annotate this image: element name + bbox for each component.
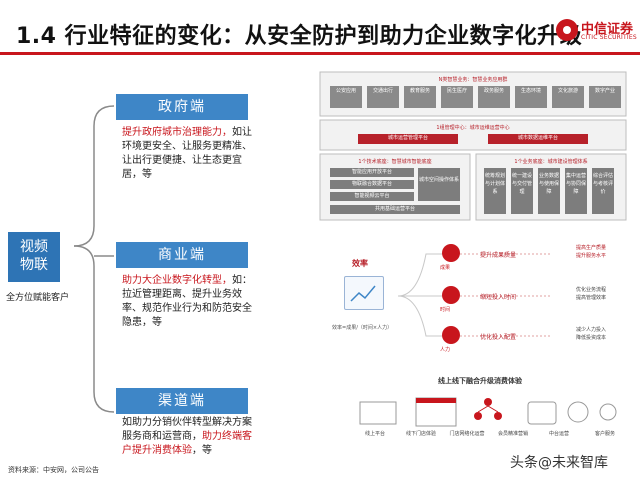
efficiency-formula: 效率=成果/（时间×人力） xyxy=(332,325,393,331)
efficiency-row-2-note-line1: 优化业务流程 xyxy=(576,287,607,293)
online-offline-diagram: 线上线下融合升级消费体验 线上平台 线下门店体验 门店网络化运营 会员精准营销 中台运营… xyxy=(332,376,628,452)
online-illustration xyxy=(359,397,617,427)
efficiency-icon-label-3: 人力 xyxy=(440,347,451,353)
diagram-app-6: 生态环境 xyxy=(515,86,547,108)
efficiency-row-2-note: 优化业务流程 提高管理效率 xyxy=(576,286,606,302)
diagram-hub-b: 城市数据运维平台 xyxy=(488,134,588,144)
video-iot-caption: 全方位赋能客户 xyxy=(6,293,70,303)
category-head-channel: 渠道端 xyxy=(116,388,248,414)
category-text-gov: 提升政府城市治理能力，如让环境更安全、让服务更精准、让出行更便捷、让生态更宜居，… xyxy=(122,126,260,182)
diagram-app-4: 民生医疗 xyxy=(441,86,473,108)
efficiency-center-label: 效率 xyxy=(352,259,368,268)
bracket-connector xyxy=(73,105,115,413)
video-iot-line1: 视频 xyxy=(20,239,48,255)
efficiency-icon-label-1: 成果 xyxy=(440,265,451,271)
online-caption-1: 线上平台 xyxy=(364,431,385,437)
efficiency-row-3-note-line1: 减少人力投入 xyxy=(576,327,607,333)
video-iot-box: 视频 物联 xyxy=(8,232,60,282)
diagram-app-3: 教育服务 xyxy=(404,86,436,108)
logo-icon xyxy=(556,19,578,41)
diagram-hub-a: 城市运营管理平台 xyxy=(358,134,458,144)
efficiency-row-2-note-line2: 提高管理效率 xyxy=(576,295,607,301)
diagram-left-item-3: 智能视频云平台 xyxy=(330,192,414,201)
biz-red-text: 助力大企业数字化转型， xyxy=(122,275,232,286)
diagram-top-label: N类智慧业务：智慧业务应用群 xyxy=(438,77,508,83)
online-caption-6: 客户服务 xyxy=(594,431,615,437)
online-caption-4: 会员精准营销 xyxy=(497,431,528,437)
efficiency-row-3-label: 优化投入配置 xyxy=(480,334,517,341)
diagram-left-item-1: 智能应用开放平台 xyxy=(330,168,414,177)
title-rule xyxy=(0,52,640,55)
diagram-right-item-4: 集中运营与协同保障 xyxy=(565,168,587,214)
online-caption-3: 门店网络化运营 xyxy=(449,431,485,437)
efficiency-row-2-label: 缩短投入时间 xyxy=(480,294,517,301)
diagram-left-item-5: 共用基础运营平台 xyxy=(330,205,460,214)
diagram-right-item-3: 业务数据与使用保障 xyxy=(538,168,560,214)
online-title: 线上线下融合升级消费体验 xyxy=(438,377,522,385)
smart-city-diagram: N类智慧业务：智慧业务应用群 公安应用交通出行教育服务民生医疗政务服务生态环境文… xyxy=(318,70,628,222)
diagram-app-2: 交通出行 xyxy=(367,86,399,108)
online-caption-2: 线下门店体验 xyxy=(405,431,436,437)
line-chart-icon xyxy=(350,285,376,302)
diagram-right-item-1: 统筹规划与计划体系 xyxy=(484,168,506,214)
watermark: 头条@未来智库 xyxy=(510,455,608,471)
efficiency-row-1-note: 提高生产质量 提升服务水平 xyxy=(576,244,606,260)
tools-icon xyxy=(442,326,460,344)
diagram-right-label: 1个业务底座：城市建设管理体系 xyxy=(514,159,588,165)
biz-text: 如：拉近管理距离、提升业务效率、规范作业行为和防范安全隐患，等 xyxy=(122,275,252,328)
gov-text: 如让环境更安全、让服务更精准、让出行更便捷、让生态更宜居，等 xyxy=(122,127,252,180)
diagram-app-5: 政务服务 xyxy=(478,86,510,108)
source-footnote: 资料来源：中安网，公司公告 xyxy=(8,466,99,474)
company-logo: 中信证券 CITIC SECURITIES xyxy=(556,18,637,44)
logo-en: CITIC SECURITIES xyxy=(581,34,637,41)
category-head-gov: 政府端 xyxy=(116,94,248,120)
video-iot-line2: 物联 xyxy=(20,257,48,273)
gov-red-text: 提升政府城市治理能力， xyxy=(122,127,232,138)
category-text-biz: 助力大企业数字化转型，如：拉近管理距离、提升业务效率、规范作业行为和防范安全隐患… xyxy=(122,274,260,330)
efficiency-lines xyxy=(397,253,550,337)
diagram-app-1: 公安应用 xyxy=(330,86,362,108)
efficiency-row-1-label: 提升成果质量 xyxy=(480,252,517,259)
efficiency-row-1-note-line2: 提升服务水平 xyxy=(576,253,607,259)
page-title: 1.4 行业特征的变化：从安全防护到助力企业数字化升级 xyxy=(16,24,583,49)
diagram-left-item-4: 城市空间操作体系 xyxy=(418,168,460,201)
efficiency-row-3-note-line2: 降低投资成本 xyxy=(576,335,607,341)
channel-text-pre: 如助力分销伙伴转型解决方案服务商和运营商， xyxy=(122,417,252,442)
efficiency-row-1-note-line1: 提高生产质量 xyxy=(576,245,607,251)
category-text-channel: 如助力分销伙伴转型解决方案服务商和运营商，助力终端客户提升消费体验，等 xyxy=(122,416,260,458)
channel-red-text: 助力终端客户提升消费体验 xyxy=(122,431,252,456)
diagram-right-item-5: 综合评估与考核评价 xyxy=(592,168,614,214)
diagram-hub-label: 1组管理中心：城市运维运营中心 xyxy=(436,125,510,131)
efficiency-row-3-note: 减少人力投入 降低投资成本 xyxy=(576,326,606,342)
target-icon xyxy=(442,244,460,262)
diagram-right-item-2: 统一建设与交付管理 xyxy=(511,168,533,214)
chart-screen-icon xyxy=(344,276,384,310)
diagram-app-7: 文化旅游 xyxy=(552,86,584,108)
logo-cn: 中信证券 xyxy=(581,22,634,37)
diagram-left-item-2: 物联融合数据平台 xyxy=(330,180,414,189)
efficiency-icon-label-2: 时间 xyxy=(440,307,451,313)
efficiency-diagram: 效率 效率=成果/（时间×人力） 成果 提升成果质量 提高生产质量 提升服务水平… xyxy=(330,232,630,360)
online-caption-5: 中台运营 xyxy=(548,431,569,437)
diagram-app-8: 数字产业 xyxy=(589,86,621,108)
diagram-left-label: 1个技术底座：智慧城市智能底座 xyxy=(358,159,432,165)
category-head-biz: 商业端 xyxy=(116,242,248,268)
clock-icon xyxy=(442,286,460,304)
channel-text-post: ，等 xyxy=(192,445,212,456)
